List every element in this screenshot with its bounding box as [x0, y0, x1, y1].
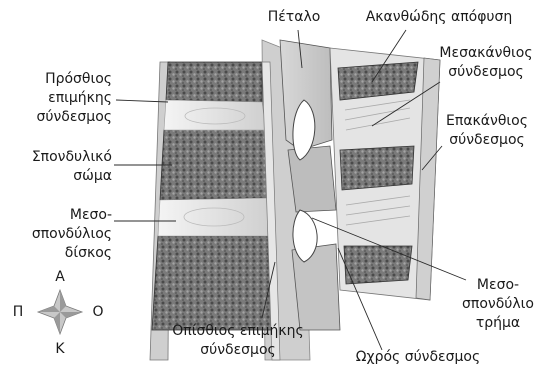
label-ochros: Ωχρός σύνδεσμος: [330, 348, 506, 367]
vertebral-body-2: [160, 128, 268, 200]
label-opisthios: Οπίσθιος επιμήκης σύνδεσμος: [158, 322, 318, 360]
compass-right: Ο: [88, 303, 108, 322]
vertebral-body-3: [152, 236, 272, 330]
spinous-process-3: [344, 246, 412, 284]
lamina-middle: [288, 146, 336, 212]
label-mesakanthios: Μεσακάνθιος σύνδεσμος: [430, 44, 542, 82]
label-soma: Σπονδυλικό σώμα: [2, 148, 112, 186]
label-diskos: Μεσο- σπονδύλιος δίσκος: [2, 206, 112, 263]
compass-left: Π: [8, 303, 28, 322]
spinous-process-2: [340, 146, 414, 190]
compass-rose: [38, 290, 82, 334]
disc-1: [164, 100, 266, 130]
label-trima: Μεσο- σπονδύλιο τρήμα: [448, 276, 548, 333]
disc-2: [158, 198, 270, 236]
compass-down: Κ: [50, 340, 70, 359]
label-epakanthios: Επακάνθιος σύνδεσμος: [432, 112, 542, 150]
label-prosthios: Πρόσθιος επιμήκης σύνδεσμος: [2, 70, 112, 127]
vertebral-body-1: [166, 62, 262, 102]
label-akanthodis: Ακανθώδης απόφυση: [344, 8, 534, 27]
compass-up: Α: [50, 268, 70, 287]
label-petalo: Πέταλο: [258, 8, 330, 27]
